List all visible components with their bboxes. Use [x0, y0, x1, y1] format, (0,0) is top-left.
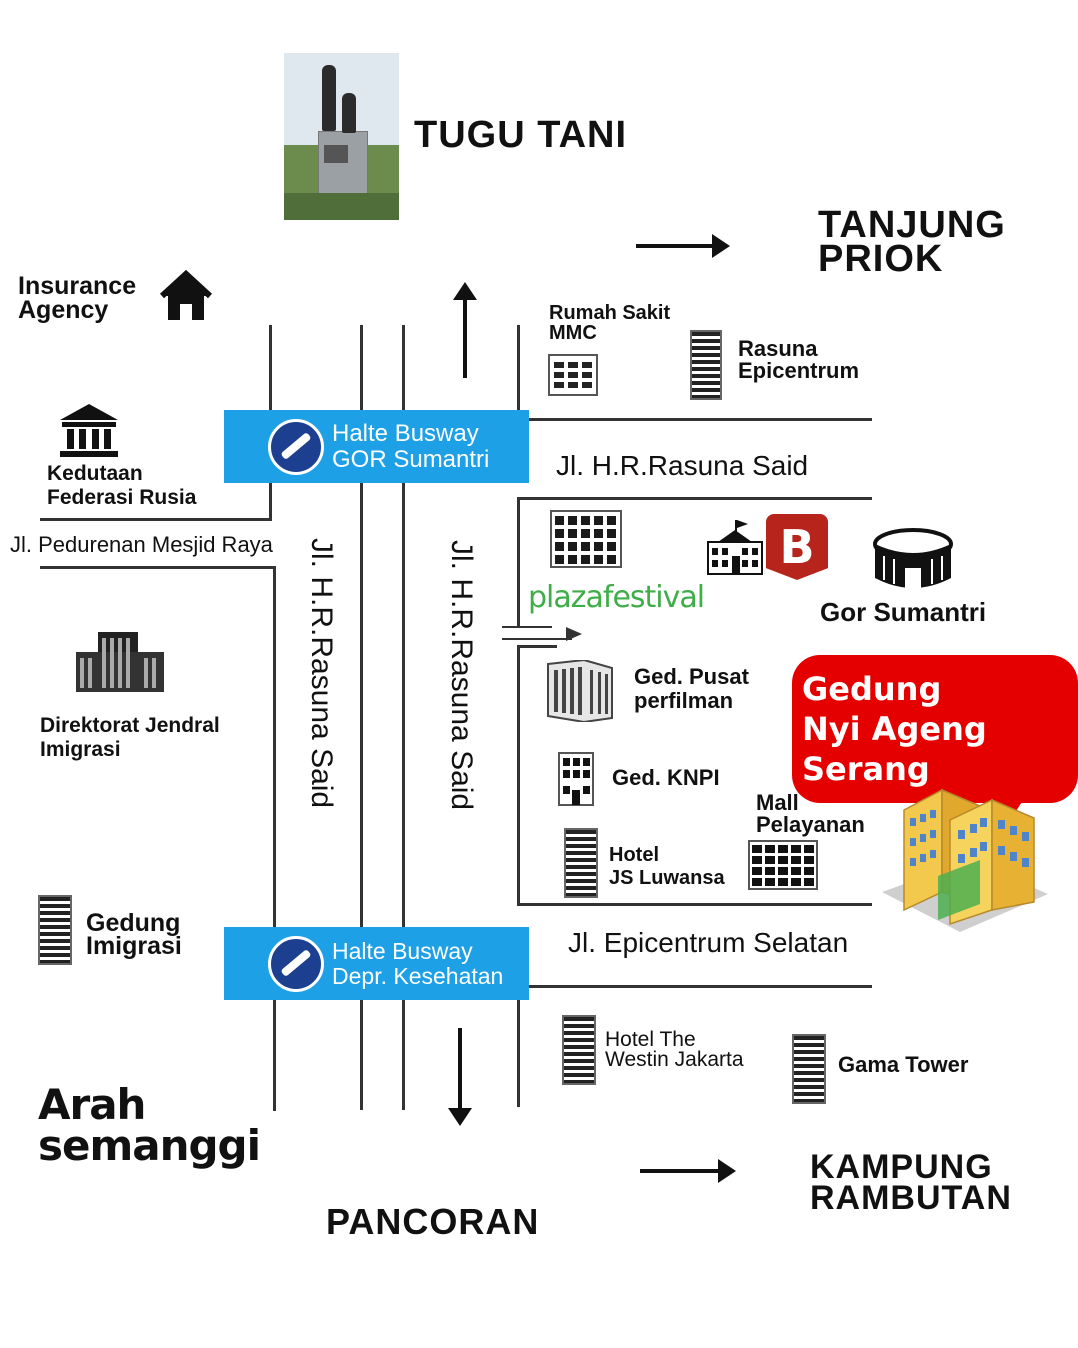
road-line [402, 325, 405, 1110]
road-line [502, 638, 572, 640]
busway-logo-icon [268, 935, 324, 992]
arrow-right-icon [636, 234, 730, 258]
road-line [517, 645, 520, 905]
tower-icon [562, 1015, 596, 1085]
house-icon [158, 268, 214, 324]
mall-building-icon [748, 840, 818, 890]
highlighted-building-icon [880, 784, 1050, 934]
road-line [40, 566, 276, 569]
gama-tower-label: Gama Tower [838, 1052, 969, 1077]
road-line [517, 325, 520, 420]
road-line [360, 325, 363, 1110]
road-line [40, 518, 272, 521]
street-epicentrum-selatan: Jl. Epicentrum Selatan [568, 927, 849, 958]
arrow-right-icon [566, 627, 582, 641]
plaza-festival-logo: plazafestival [528, 580, 705, 615]
arrow-right-icon [640, 1159, 736, 1183]
street-rasuna-said: Jl. H.R.Rasuna Said [556, 450, 809, 481]
arrow-down-icon [448, 1028, 472, 1126]
road-line [517, 418, 872, 421]
brand-b-icon: B [766, 514, 828, 580]
street-pedurenan: Jl. Pedurenan Mesjid Raya [10, 532, 273, 557]
tugu-tani-label: TUGU TANI [414, 114, 628, 156]
stadium-icon [872, 526, 954, 596]
arrow-up-icon [453, 282, 477, 378]
tower-icon [564, 828, 598, 898]
office-building-icon [550, 510, 622, 568]
street-rasuna-said-vertical-left: Jl. H.R.Rasuna Said [305, 538, 338, 809]
office-building-icon [558, 752, 594, 806]
tower-icon [690, 330, 722, 400]
gor-sumantri-label: Gor Sumantri [820, 597, 987, 627]
road-line [517, 903, 872, 906]
ged-knpi-label: Ged. KNPI [612, 765, 720, 790]
road-line [273, 566, 276, 1111]
bank-icon [58, 402, 120, 458]
office-tower-icon [544, 658, 616, 724]
pancoran-label: PANCORAN [326, 1201, 540, 1242]
road-line [517, 497, 872, 500]
road-line [517, 497, 520, 627]
tower-icon [792, 1034, 826, 1104]
road-line [517, 985, 872, 988]
road-line [517, 985, 520, 1107]
tugu-tani-statue-photo [284, 53, 399, 220]
office-building-icon [74, 630, 166, 692]
school-icon [704, 518, 766, 576]
road-line [517, 645, 557, 648]
road-line [502, 626, 552, 628]
tower-icon [38, 895, 72, 965]
street-rasuna-said-vertical-right: Jl. H.R.Rasuna Said [445, 540, 478, 811]
hospital-building-icon [548, 354, 598, 396]
busway-logo-icon [268, 418, 324, 475]
